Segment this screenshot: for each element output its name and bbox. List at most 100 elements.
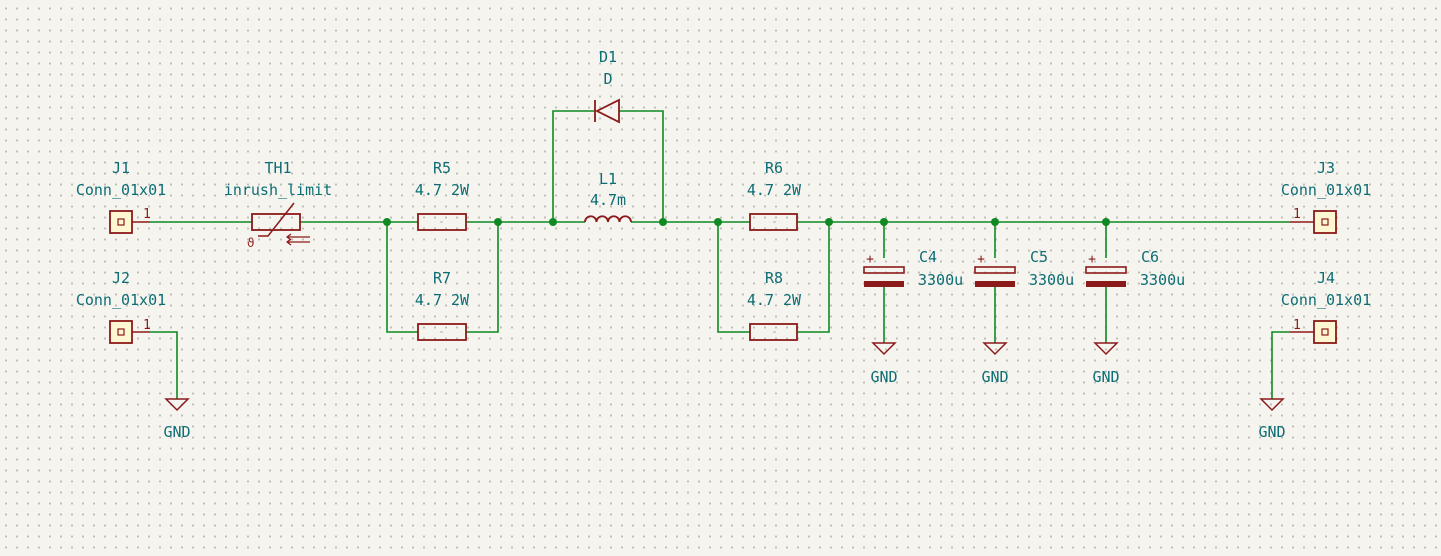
capacitor-c6[interactable]: + C6 3300u xyxy=(1085,248,1185,289)
wire-r8-loop[interactable] xyxy=(717,222,830,333)
inductor-l1[interactable]: L1 4.7m xyxy=(584,170,632,223)
gnd-symbol-j2[interactable]: GND xyxy=(163,398,191,441)
connector-j3-value: Conn_01x01 xyxy=(1281,181,1371,199)
gnd-label: GND xyxy=(163,423,190,441)
thermistor-th1-arrows-icon xyxy=(286,233,310,246)
capacitor-c6-value: 3300u xyxy=(1140,271,1185,289)
thermistor-th1-slash xyxy=(258,202,295,237)
connector-j1-ref: J1 xyxy=(112,159,130,177)
resistor-r6-ref: R6 xyxy=(765,159,783,177)
junction-dot xyxy=(880,218,888,226)
connector-j3-body[interactable] xyxy=(1313,210,1337,234)
connector-j1-value: Conn_01x01 xyxy=(76,181,166,199)
connector-j2-ref: J2 xyxy=(112,269,130,287)
connector-j3[interactable]: 1 J3 Conn_01x01 xyxy=(1281,159,1371,234)
resistor-r7-value: 4.7 2W xyxy=(415,291,470,309)
wire-r7-loop[interactable] xyxy=(386,222,499,333)
capacitor-c4-plate-positive[interactable] xyxy=(863,266,905,274)
junction-dot xyxy=(383,218,391,226)
junction-dot xyxy=(714,218,722,226)
ground-icon xyxy=(982,342,1008,356)
wire-j2-gnd[interactable] xyxy=(150,331,178,399)
junction-dot xyxy=(825,218,833,226)
resistor-r8-body[interactable] xyxy=(749,323,798,341)
capacitor-c5-polarity: + xyxy=(977,252,985,267)
gnd-label: GND xyxy=(1258,423,1285,441)
resistor-r8[interactable]: R8 4.7 2W xyxy=(747,269,802,341)
connector-j1-body[interactable] xyxy=(109,210,133,234)
gnd-symbol-c5[interactable]: GND xyxy=(981,342,1009,386)
resistor-mark xyxy=(440,221,776,333)
diode-d1-value: D xyxy=(603,70,612,88)
connector-j4-pad xyxy=(1321,328,1329,336)
capacitor-c5-ref: C5 xyxy=(1030,248,1048,266)
gnd-symbol-c4[interactable]: GND xyxy=(870,342,898,386)
connector-j4-ref: J4 xyxy=(1317,269,1335,287)
resistor-r6-body[interactable] xyxy=(749,213,798,231)
gnd-label: GND xyxy=(870,368,897,386)
resistor-r7-body[interactable] xyxy=(417,323,467,341)
capacitor-c6-polarity: + xyxy=(1088,252,1096,267)
connector-j1-pad xyxy=(117,218,125,226)
ground-icon xyxy=(1093,342,1119,356)
junction-dot xyxy=(549,218,557,226)
inductor-l1-coil[interactable] xyxy=(584,215,632,223)
connector-j2-body[interactable] xyxy=(109,320,133,344)
connector-j2[interactable]: 1 J2 Conn_01x01 xyxy=(76,269,166,344)
connector-j3-pad xyxy=(1321,218,1329,226)
resistor-r6[interactable]: R6 4.7 2W xyxy=(747,159,802,231)
resistor-r8-ref: R8 xyxy=(765,269,783,287)
capacitor-c6-ref: C6 xyxy=(1141,248,1159,266)
thermistor-th1-value: inrush_limit xyxy=(224,181,332,199)
wire-j4-gnd[interactable] xyxy=(1271,331,1290,399)
connector-j1[interactable]: 1 J1 Conn_01x01 xyxy=(76,159,166,234)
resistor-r5-body[interactable] xyxy=(417,213,467,231)
gnd-symbol-j4[interactable]: GND xyxy=(1258,398,1286,441)
capacitor-c5-plate-negative[interactable] xyxy=(975,281,1015,287)
capacitor-c4-plate-negative[interactable] xyxy=(864,281,904,287)
capacitor-c6-plate-negative[interactable] xyxy=(1086,281,1126,287)
diode-d1-triangle[interactable] xyxy=(594,98,620,124)
capacitor-c4-ref: C4 xyxy=(919,248,937,266)
thermistor-th1[interactable]: ϑ TH1 inrush_limit xyxy=(224,159,332,250)
connector-j2-value: Conn_01x01 xyxy=(76,291,166,309)
wire-d1-loop[interactable] xyxy=(552,110,664,222)
capacitor-c4-value: 3300u xyxy=(918,271,963,289)
junction-dot xyxy=(659,218,667,226)
junctions xyxy=(383,218,1110,226)
connector-j2-pin-number: 1 xyxy=(143,318,151,333)
inductor-l1-ref: L1 xyxy=(599,170,617,188)
diode-d1-ref: D1 xyxy=(599,48,617,66)
connector-j2-pad xyxy=(117,328,125,336)
junction-dot xyxy=(1102,218,1110,226)
thermistor-th1-ref: TH1 xyxy=(264,159,291,177)
gnd-symbol-c6[interactable]: GND xyxy=(1092,342,1120,386)
ground-icon xyxy=(164,398,190,412)
resistor-r7-ref: R7 xyxy=(433,269,451,287)
ground-icon xyxy=(871,342,897,356)
capacitor-c4[interactable]: + C4 3300u xyxy=(863,248,963,289)
resistor-r5-ref: R5 xyxy=(433,159,451,177)
resistor-marks xyxy=(440,221,776,333)
capacitor-c6-plate-positive[interactable] xyxy=(1085,266,1127,274)
resistor-r5[interactable]: R5 4.7 2W xyxy=(415,159,470,231)
connector-j4[interactable]: 1 J4 Conn_01x01 xyxy=(1281,269,1371,344)
junction-dot xyxy=(494,218,502,226)
connector-j3-ref: J3 xyxy=(1317,159,1335,177)
diode-d1[interactable]: D1 D xyxy=(594,48,620,124)
junction-dot xyxy=(991,218,999,226)
gnd-label: GND xyxy=(1092,368,1119,386)
capacitor-c5[interactable]: + C5 3300u xyxy=(974,248,1074,289)
capacitor-c5-plate-positive[interactable] xyxy=(974,266,1016,274)
connector-j4-body[interactable] xyxy=(1313,320,1337,344)
thermistor-th1-theta-icon: ϑ xyxy=(247,236,254,250)
resistor-r7[interactable]: R7 4.7 2W xyxy=(415,269,470,341)
resistor-r8-value: 4.7 2W xyxy=(747,291,802,309)
connector-j4-pin-number: 1 xyxy=(1293,318,1301,333)
resistor-r5-value: 4.7 2W xyxy=(415,181,470,199)
connector-j3-pin-number: 1 xyxy=(1293,207,1301,222)
inductor-l1-value: 4.7m xyxy=(590,191,626,209)
connector-j1-pin-number: 1 xyxy=(143,207,151,222)
thermistor-th1-body[interactable] xyxy=(251,213,301,231)
